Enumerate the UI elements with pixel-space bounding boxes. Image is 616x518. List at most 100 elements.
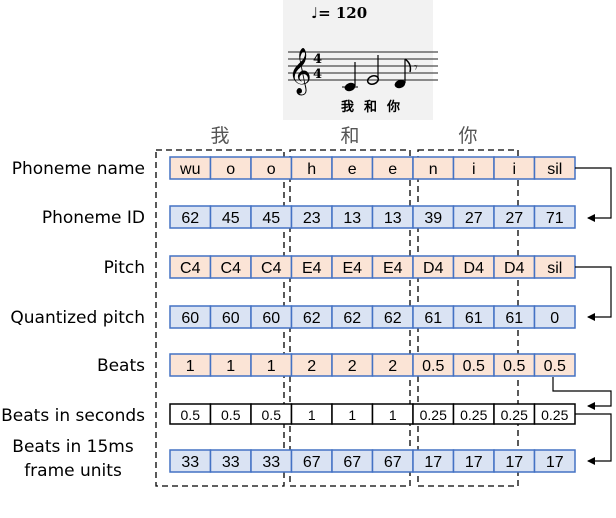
cell-2-5: E4 [383, 260, 403, 277]
score-background [283, 0, 433, 120]
arrow-pitch-to-quantized [575, 266, 612, 321]
cell-3-2: 60 [262, 310, 280, 327]
cell-box-4-9 [533, 353, 576, 377]
cell-3-0: 60 [181, 310, 199, 327]
note-c4-icon [342, 62, 358, 92]
cell-box-6-9 [533, 449, 576, 473]
cell-6-1: 33 [222, 454, 240, 471]
staff-lines [288, 51, 438, 81]
cell-4-2: 1 [267, 358, 276, 375]
cell-5-4: 1 [348, 407, 356, 423]
cell-1-7: 27 [465, 210, 483, 227]
cell-0-1: o [226, 161, 235, 178]
cell-1-3: 23 [303, 210, 321, 227]
cell-2-4: E4 [342, 260, 362, 277]
time-signature-bottom: 4 [313, 67, 322, 82]
cell-0-7: i [472, 161, 476, 178]
cell-0-2: o [267, 161, 276, 178]
row-label-2: Pitch [104, 258, 145, 278]
cell-2-3: E4 [302, 260, 322, 277]
cell-1-2: 45 [262, 210, 280, 227]
syllable-heading-0: 我 [210, 125, 229, 147]
syllable-heading-2: 你 [458, 125, 477, 147]
cell-5-9: 0.25 [541, 407, 568, 423]
time-signature-top: 4 [313, 52, 322, 67]
cell-2-7: D4 [464, 260, 485, 277]
note-d4-icon [394, 58, 412, 89]
row-label-3: Quantized pitch [10, 308, 145, 328]
cell-6-2: 33 [262, 454, 280, 471]
cell-6-8: 17 [505, 454, 523, 471]
cell-1-5: 13 [384, 210, 402, 227]
cell-2-9: sil [547, 260, 562, 277]
cell-3-1: 60 [222, 310, 240, 327]
syllable-heading-1: 和 [340, 125, 359, 147]
cell-3-7: 61 [465, 310, 483, 327]
cell-0-0: wu [179, 161, 200, 178]
cell-0-9: sil [547, 161, 562, 178]
score-lyrics: 我 和 你 [341, 99, 400, 115]
cell-0-6: n [429, 161, 438, 178]
tempo-marking: ♩= 120 [311, 4, 367, 22]
row-label-6-line-1: frame units [24, 461, 122, 481]
cell-0-5: e [388, 161, 397, 178]
cell-1-4: 13 [343, 210, 361, 227]
note-e4-icon [366, 55, 380, 85]
arrow-seconds-to-frames [575, 413, 612, 465]
cell-1-8: 27 [505, 210, 523, 227]
cell-6-4: 67 [343, 454, 361, 471]
cell-2-6: D4 [423, 260, 444, 277]
cell-box-1-9 [533, 205, 576, 229]
row-label-6-line-0: Beats in 15ms [12, 437, 134, 457]
arrow-name-to-id [575, 167, 612, 222]
cell-5-5: 1 [389, 407, 397, 423]
row-3: Quantized pitch 60 60 60 62 62 62 61 61 61 0 [10, 305, 576, 329]
cell-3-4: 62 [343, 310, 361, 327]
cell-5-7: 0.25 [460, 407, 487, 423]
music-score: ♩= 120 𝄞 4 4 𝄾 我 [283, 0, 438, 120]
row-label-4: Beats [97, 356, 145, 376]
cell-4-1: 1 [226, 358, 235, 375]
flow-arrows [552, 167, 612, 465]
cell-1-6: 39 [424, 210, 442, 227]
cell-3-5: 62 [384, 310, 402, 327]
cell-5-2: 0.5 [262, 407, 282, 423]
cell-0-4: e [348, 161, 357, 178]
arrow-beats-to-seconds [552, 377, 612, 410]
cell-4-9: 0.5 [544, 358, 566, 375]
cell-6-3: 67 [303, 454, 321, 471]
cell-2-2: C4 [261, 260, 282, 277]
cell-4-7: 0.5 [463, 358, 485, 375]
cell-3-8: 61 [505, 310, 523, 327]
cell-1-0: 62 [181, 210, 199, 227]
treble-clef-icon: 𝄞 [288, 48, 312, 96]
cell-0-3: h [307, 161, 316, 178]
cell-3-9: 0 [550, 310, 559, 327]
cell-4-8: 0.5 [503, 358, 525, 375]
cell-6-5: 67 [384, 454, 402, 471]
cell-6-0: 33 [181, 454, 199, 471]
cell-1-9: 71 [546, 210, 564, 227]
row-label-5: Beats in seconds [1, 406, 145, 426]
cell-2-8: D4 [504, 260, 525, 277]
syllable-headings: 我 和 你 [210, 125, 477, 147]
cell-1-1: 45 [222, 210, 240, 227]
cell-6-7: 17 [465, 454, 483, 471]
cell-3-3: 62 [303, 310, 321, 327]
cell-6-6: 17 [424, 454, 442, 471]
row-6: Beats in 15ms frame units 33 33 33 67 67 67 17 17… [12, 437, 576, 481]
cell-box-3-9 [533, 305, 576, 329]
cell-5-1: 0.5 [221, 407, 241, 423]
eighth-rest-icon: 𝄾 [414, 60, 418, 76]
cell-4-6: 0.5 [422, 358, 444, 375]
cell-3-6: 61 [424, 310, 442, 327]
cell-4-4: 2 [348, 358, 357, 375]
cell-4-5: 2 [388, 358, 397, 375]
row-label-0: Phoneme name [12, 159, 145, 179]
cell-5-8: 0.25 [501, 407, 528, 423]
cell-4-3: 2 [307, 358, 316, 375]
